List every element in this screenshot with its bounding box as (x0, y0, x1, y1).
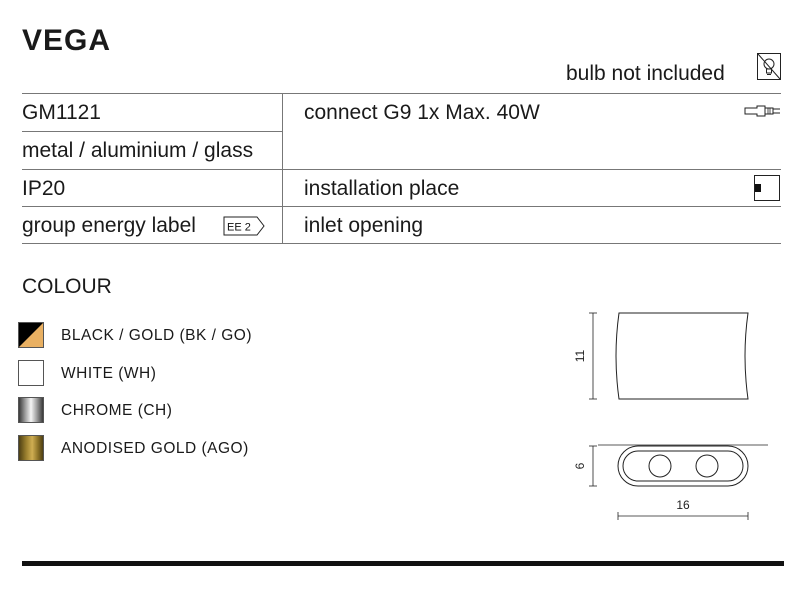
table-top-rule (22, 93, 781, 94)
front-view-outline (615, 312, 749, 400)
depth-value: 6 (573, 462, 587, 469)
colour-option-label: ANODISED GOLD (AGO) (61, 440, 249, 457)
installation-place: installation place (304, 177, 460, 200)
swatch-chrome (18, 397, 44, 423)
width-value: 16 (676, 498, 690, 512)
top-view-inner (622, 450, 744, 482)
colour-option-label: CHROME (CH) (61, 402, 173, 419)
swatch-anodised-gold (18, 435, 44, 461)
table-column-divider (282, 93, 283, 243)
bulb-opening-right (695, 454, 719, 478)
colour-option-label: BLACK / GOLD (BK / GO) (61, 327, 253, 344)
colour-option-label: WHITE (WH) (61, 365, 157, 382)
energy-label-text: group energy label (22, 214, 196, 237)
height-value: 11 (573, 349, 587, 362)
g9-bulb-icon (744, 105, 780, 117)
bulb-not-included-icon (757, 53, 781, 80)
ip-rating: IP20 (22, 177, 66, 200)
table-rule (22, 206, 781, 207)
materials: metal / aluminium / glass (22, 139, 254, 162)
inlet-opening: inlet opening (304, 214, 424, 237)
product-name: VEGA (22, 24, 112, 57)
connection-spec: connect G9 1x Max. 40W (304, 101, 540, 124)
swatch-white (18, 360, 44, 386)
swatch-black-gold (18, 322, 44, 348)
energy-label-badge: EE 2 (223, 216, 265, 236)
colour-heading: COLOUR (22, 275, 112, 298)
table-rule (22, 169, 781, 170)
product-code: GM1121 (22, 101, 101, 124)
bulb-opening-left (648, 454, 672, 478)
bulb-not-included-note: bulb not included (566, 62, 725, 85)
table-rule-left (22, 131, 282, 132)
footer-rule (22, 561, 784, 566)
table-bottom-rule (22, 243, 781, 244)
dimension-drawing: 11 6 16 (573, 312, 768, 520)
wall-mount-icon (754, 175, 780, 201)
energy-badge-text: EE 2 (227, 222, 251, 234)
